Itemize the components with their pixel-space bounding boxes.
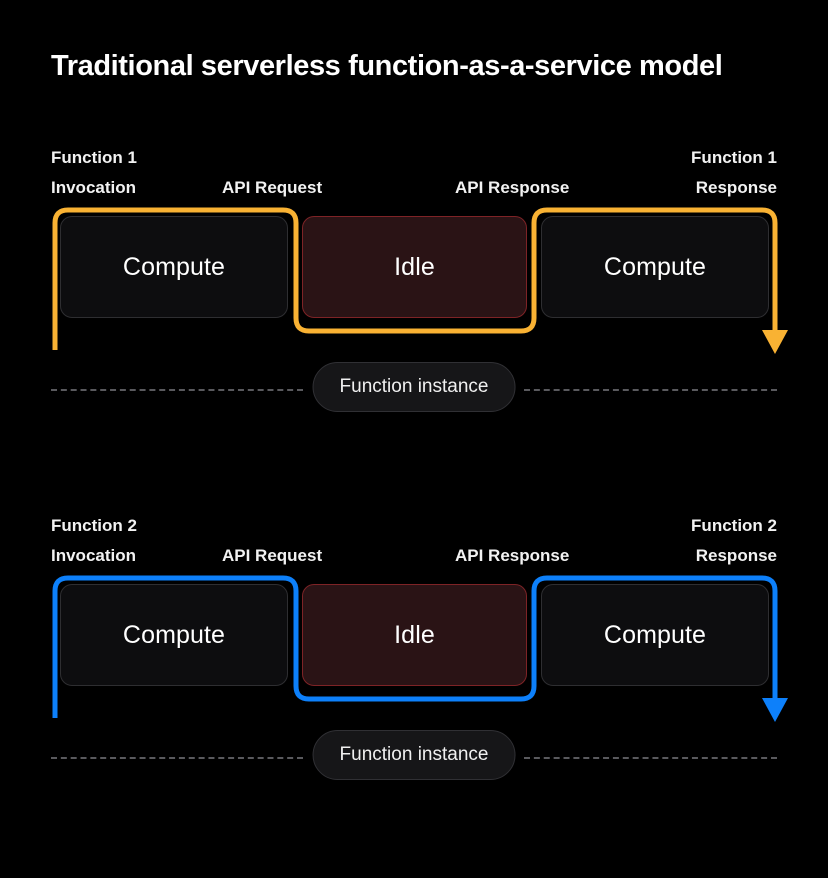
timeline-track-function-1: Compute Idle Compute [0,202,828,362]
label-row-function-1: Function 1 Invocation API Request API Re… [0,130,828,202]
label-line-1: Function 2 [691,516,777,535]
box-compute-2b: Compute [541,584,769,686]
timeline-track-function-2: Compute Idle Compute [0,570,828,730]
dashed-line-left [51,757,303,759]
box-compute-1b: Compute [541,216,769,318]
label-line-1: Function 1 [691,148,777,167]
label-api-request-1: API Request [222,178,323,197]
box-idle-1: Idle [302,216,527,318]
section-function-2: Function 2 Invocation API Request API Re… [0,498,828,786]
label-line-2: Response [695,178,777,197]
label-line-2: Invocation [51,178,137,197]
box-row-function-2: Compute Idle Compute [0,570,828,730]
box-compute-2a: Compute [60,584,288,686]
label-line-2: Response [695,546,777,565]
label-function-2-invocation: Function 2 Invocation [51,511,137,571]
function-instance-pill-1: Function instance [312,362,516,412]
label-api-request-2: API Request [222,546,323,565]
label-function-1-invocation: Function 1 Invocation [51,143,137,203]
label-line-1: Function 1 [51,148,137,167]
box-compute-1a: Compute [60,216,288,318]
page-title: Traditional serverless function-as-a-ser… [51,50,723,82]
label-function-1-response: Function 1 Response [691,143,777,203]
label-function-2-response: Function 2 Response [691,511,777,571]
section-function-1: Function 1 Invocation API Request API Re… [0,130,828,418]
dashed-line-right [524,389,777,391]
label-row-function-2: Function 2 Invocation API Request API Re… [0,498,828,570]
label-api-response-2: API Response [455,546,570,565]
label-api-response-1: API Response [455,178,570,197]
dashed-line-right [524,757,777,759]
box-idle-2: Idle [302,584,527,686]
function-instance-divider-1: Function instance [0,362,828,418]
label-line-2: Invocation [51,546,137,565]
box-row-function-1: Compute Idle Compute [0,202,828,362]
function-instance-pill-2: Function instance [312,730,516,780]
dashed-line-left [51,389,303,391]
label-line-1: Function 2 [51,516,137,535]
function-instance-divider-2: Function instance [0,730,828,786]
